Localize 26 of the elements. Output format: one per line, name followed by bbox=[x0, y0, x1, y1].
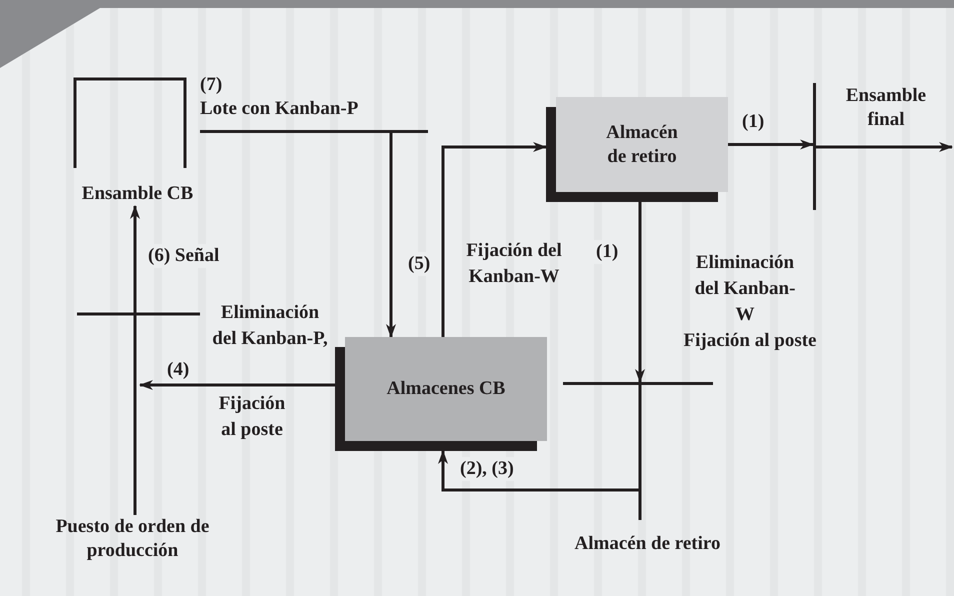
arrow bbox=[139, 380, 335, 390]
note-text: Eliminación del Kanban-P, bbox=[211, 301, 329, 351]
arrow bbox=[442, 142, 547, 337]
arrow bbox=[130, 205, 140, 515]
arrow bbox=[816, 142, 953, 152]
note-text: Eliminación del Kanban-W bbox=[694, 251, 796, 327]
storage-box: Almacén de retiro bbox=[556, 97, 728, 192]
post-label: (7) Lote con Kanban-P bbox=[200, 73, 428, 133]
station-label: Almacén de retiro bbox=[530, 520, 765, 556]
edge-label: (5) bbox=[406, 252, 432, 276]
edge-label: (2), (3) bbox=[458, 457, 516, 481]
edge-label: (1) bbox=[594, 240, 620, 264]
post-label: Puesto de orden de producción bbox=[40, 515, 225, 563]
post-bar bbox=[563, 382, 713, 385]
station-label: Ensamble final bbox=[844, 84, 928, 132]
arrow bbox=[438, 450, 642, 520]
edge-label: (6) Señal bbox=[146, 244, 222, 268]
arrow bbox=[635, 202, 645, 383]
note-text: Fijación al poste bbox=[218, 392, 286, 442]
note-text: Fijación al poste bbox=[682, 329, 818, 353]
note-text: Fijación del Kanban-W bbox=[465, 239, 563, 289]
station-label: Ensamble CB bbox=[50, 182, 225, 206]
storage-box: Almacenes CB bbox=[345, 337, 547, 441]
arrow bbox=[386, 133, 396, 338]
arrow bbox=[728, 140, 814, 150]
post-bar bbox=[813, 83, 816, 210]
